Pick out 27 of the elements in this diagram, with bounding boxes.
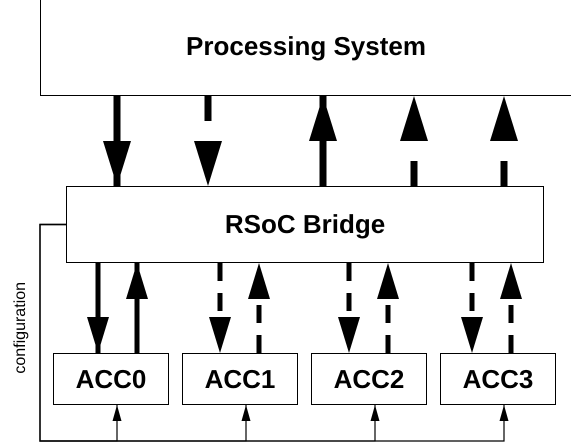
arrow: [103, 96, 131, 186]
arrow: [400, 96, 428, 186]
arrow: [309, 96, 337, 186]
arrow: [490, 96, 518, 186]
system-box: [40, 0, 571, 96]
arrow: [126, 263, 148, 353]
accelerator-box: [311, 353, 427, 405]
box-label: ACC1: [204, 364, 276, 394]
box-label: ACC3: [462, 364, 534, 394]
arrow: [194, 96, 222, 186]
arrow: [500, 263, 522, 353]
box-label: Processing System: [186, 31, 426, 62]
arrow: [248, 263, 270, 353]
arrow: [209, 263, 231, 353]
side-label: configuration: [12, 282, 30, 374]
arrow: [461, 263, 483, 353]
arrow: [377, 263, 399, 353]
box-label: ACC0: [76, 364, 146, 394]
box-label: ACC2: [334, 364, 404, 394]
arrow: [338, 263, 360, 353]
arrow: [39, 224, 508, 442]
accelerator-box: [440, 353, 556, 405]
accelerator-box: [53, 353, 169, 405]
accelerator-box: [182, 353, 298, 405]
bridge-box: [66, 186, 544, 263]
arrow: [87, 263, 109, 353]
box-label: RSoC Bridge: [224, 209, 386, 240]
